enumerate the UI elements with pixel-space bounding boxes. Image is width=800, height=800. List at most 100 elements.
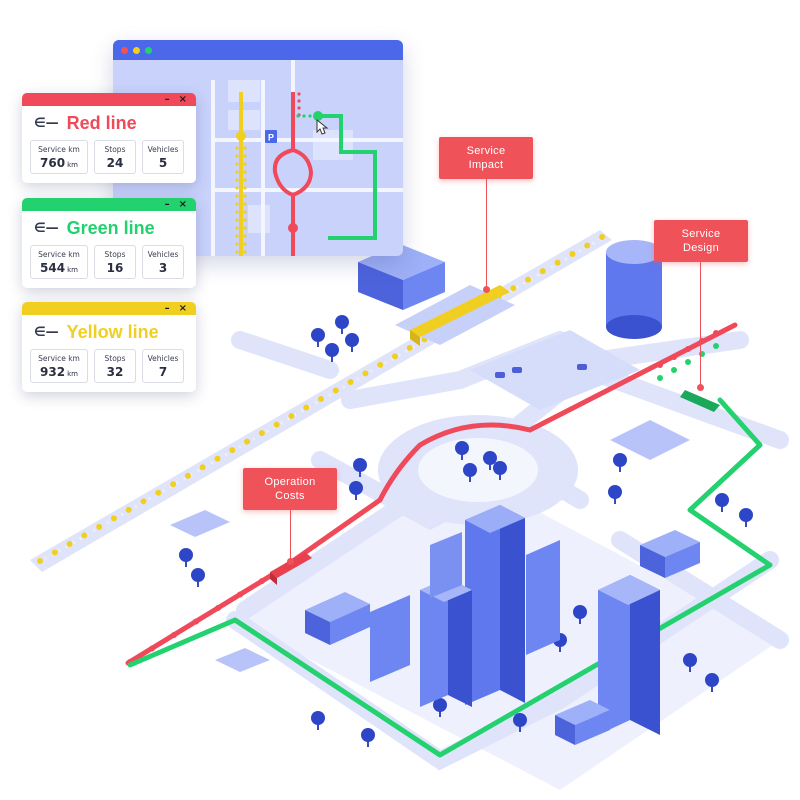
track-dot xyxy=(303,404,310,411)
stat-label: Stops xyxy=(104,249,126,259)
track-dot xyxy=(391,353,398,360)
tree xyxy=(715,493,729,512)
tower-left xyxy=(420,578,472,707)
track-dot xyxy=(235,146,239,150)
track-dot xyxy=(584,242,591,249)
track-dot xyxy=(243,154,247,158)
skyscraper-center xyxy=(465,505,525,705)
track-dot xyxy=(318,396,324,402)
callout-leader xyxy=(486,179,487,289)
track-dot xyxy=(657,375,663,381)
vehicles-stat: Vehicles 7 xyxy=(142,349,184,383)
minimize-icon[interactable]: – xyxy=(164,198,170,210)
track-dot xyxy=(599,234,605,240)
tree xyxy=(613,453,627,472)
close-icon[interactable]: × xyxy=(178,198,187,210)
track-dot xyxy=(685,346,691,352)
tree xyxy=(335,315,349,334)
callout-anchor xyxy=(697,384,704,391)
close-dot[interactable] xyxy=(121,46,128,54)
track-dot xyxy=(243,146,247,150)
track-dot xyxy=(258,430,265,437)
track-dot xyxy=(671,354,677,360)
minimize-dot[interactable] xyxy=(133,46,140,54)
close-icon[interactable]: × xyxy=(178,93,187,105)
track-dot xyxy=(569,251,576,258)
stops-stat: Stops 24 xyxy=(94,140,136,174)
track-dot xyxy=(657,362,663,368)
track-dot xyxy=(377,361,384,368)
line-title: Red line xyxy=(66,112,137,133)
stat-label: Service km xyxy=(38,249,80,259)
track-dot xyxy=(243,218,247,222)
plug-icon: ∈— xyxy=(34,220,59,236)
parking-lot xyxy=(470,330,640,410)
tree xyxy=(493,461,507,480)
track-dot xyxy=(347,378,354,385)
yellow-train xyxy=(410,285,510,346)
close-icon[interactable]: × xyxy=(178,302,187,314)
tree xyxy=(433,698,447,717)
building-cylinder xyxy=(606,240,662,339)
stat-value: 32 xyxy=(106,364,124,379)
minimize-icon[interactable]: – xyxy=(164,93,170,105)
window-titlebar xyxy=(113,40,403,60)
plug-icon: ∈— xyxy=(34,324,59,340)
stat-unit: km xyxy=(67,160,78,169)
track-dot xyxy=(308,114,312,118)
tree xyxy=(463,463,477,482)
track-dot xyxy=(235,194,239,198)
track-dot xyxy=(110,515,117,522)
track-dot xyxy=(243,178,247,182)
track-dot xyxy=(291,236,295,240)
tree xyxy=(483,451,497,470)
tree xyxy=(739,508,753,527)
track-dot xyxy=(713,343,719,349)
track-dot xyxy=(235,218,239,222)
track-dot xyxy=(235,226,239,230)
callout-leader xyxy=(700,262,701,387)
track-dot xyxy=(235,154,239,158)
building-lowrise xyxy=(305,530,700,745)
tree xyxy=(311,711,325,730)
tree xyxy=(349,481,363,500)
tree xyxy=(513,713,527,732)
vehicles-stat: Vehicles 5 xyxy=(142,140,184,174)
minimize-icon[interactable]: – xyxy=(164,302,170,314)
maximize-dot[interactable] xyxy=(145,46,152,54)
tree xyxy=(311,328,325,347)
houses xyxy=(170,420,690,672)
track-dot xyxy=(713,330,719,336)
tree xyxy=(573,605,587,624)
track-dot xyxy=(685,359,691,365)
track-dot xyxy=(297,106,301,110)
callout-anchor xyxy=(287,558,294,565)
stat-label: Vehicles xyxy=(147,249,179,259)
track-dot xyxy=(243,202,247,206)
track-dot xyxy=(149,645,155,652)
track-dot xyxy=(171,632,177,638)
stat-value: 5 xyxy=(158,155,168,170)
track-dot xyxy=(214,455,221,462)
tree xyxy=(705,673,719,692)
track-dot xyxy=(243,186,247,190)
track-dot xyxy=(125,506,132,513)
green-train xyxy=(680,390,720,412)
stat-value: 932 xyxy=(40,364,66,379)
track-dot xyxy=(237,591,243,598)
stat-value: 7 xyxy=(158,364,168,379)
track-dot xyxy=(332,387,339,394)
parking-icon xyxy=(265,130,277,143)
track-dot xyxy=(235,234,239,238)
operation-costs-callout: Operation Costs xyxy=(243,468,337,510)
tree xyxy=(179,548,193,567)
track-dot xyxy=(235,202,239,206)
stat-label: Stops xyxy=(104,144,126,154)
track-dot xyxy=(235,210,239,214)
track-dot xyxy=(96,523,103,530)
track-dot xyxy=(288,413,295,420)
roundabout-island xyxy=(418,438,538,502)
